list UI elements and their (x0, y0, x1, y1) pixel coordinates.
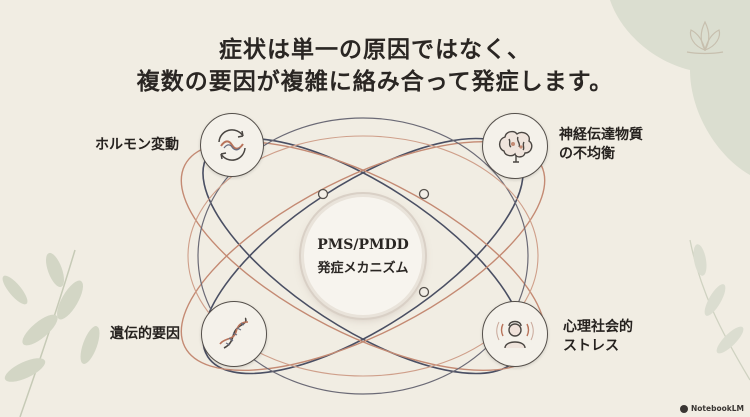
orbit-warm-ring (187, 135, 539, 377)
genetic-node (201, 301, 267, 367)
hormone-cycle-icon (213, 126, 251, 164)
center-title: PMS/PMDD (317, 236, 409, 253)
notebooklm-name: NotebookLM (690, 404, 744, 413)
center-mechanism-disc: PMS/PMDD 発症メカニズム (304, 197, 422, 315)
neuro-label-line-1: 神経伝達物質 (559, 127, 643, 143)
center-subtitle: 発症メカニズム (317, 260, 409, 276)
orbit-outer-ring (197, 117, 529, 395)
stress-node (482, 301, 548, 367)
stress-label-line-2: ストレス (563, 338, 619, 354)
notebooklm-badge: NotebookLM (679, 404, 744, 413)
lotus-decoration (686, 20, 724, 55)
hormone-label: ホルモン変動 (95, 137, 179, 153)
stress-label-line-1: 心理社会的 (563, 319, 633, 335)
hormone-node (200, 113, 264, 177)
junction-dot-top-right (418, 188, 430, 200)
neuro-label-line-2: の不均衡 (559, 146, 615, 162)
genetic-label: 遺伝的要因 (110, 326, 180, 342)
stressed-person-icon (495, 314, 535, 354)
title-line-1: 症状は単一の原因ではなく、 (219, 37, 531, 63)
leaf-decoration-left (2, 249, 100, 417)
junction-dot-bottom-right (418, 286, 430, 298)
title-line-2: 複数の要因が複雑に絡み合って発症します。 (136, 69, 614, 95)
leaf-decoration-right (689, 239, 750, 381)
stress-label: 心理社会的 ストレス (563, 318, 633, 356)
notebooklm-logo-icon (679, 404, 688, 413)
brain-icon (494, 125, 536, 167)
junction-dot-top-left (317, 188, 329, 200)
dna-icon (214, 314, 254, 354)
neuro-label: 神経伝達物質 の不均衡 (559, 126, 643, 164)
neuro-node (482, 113, 548, 179)
